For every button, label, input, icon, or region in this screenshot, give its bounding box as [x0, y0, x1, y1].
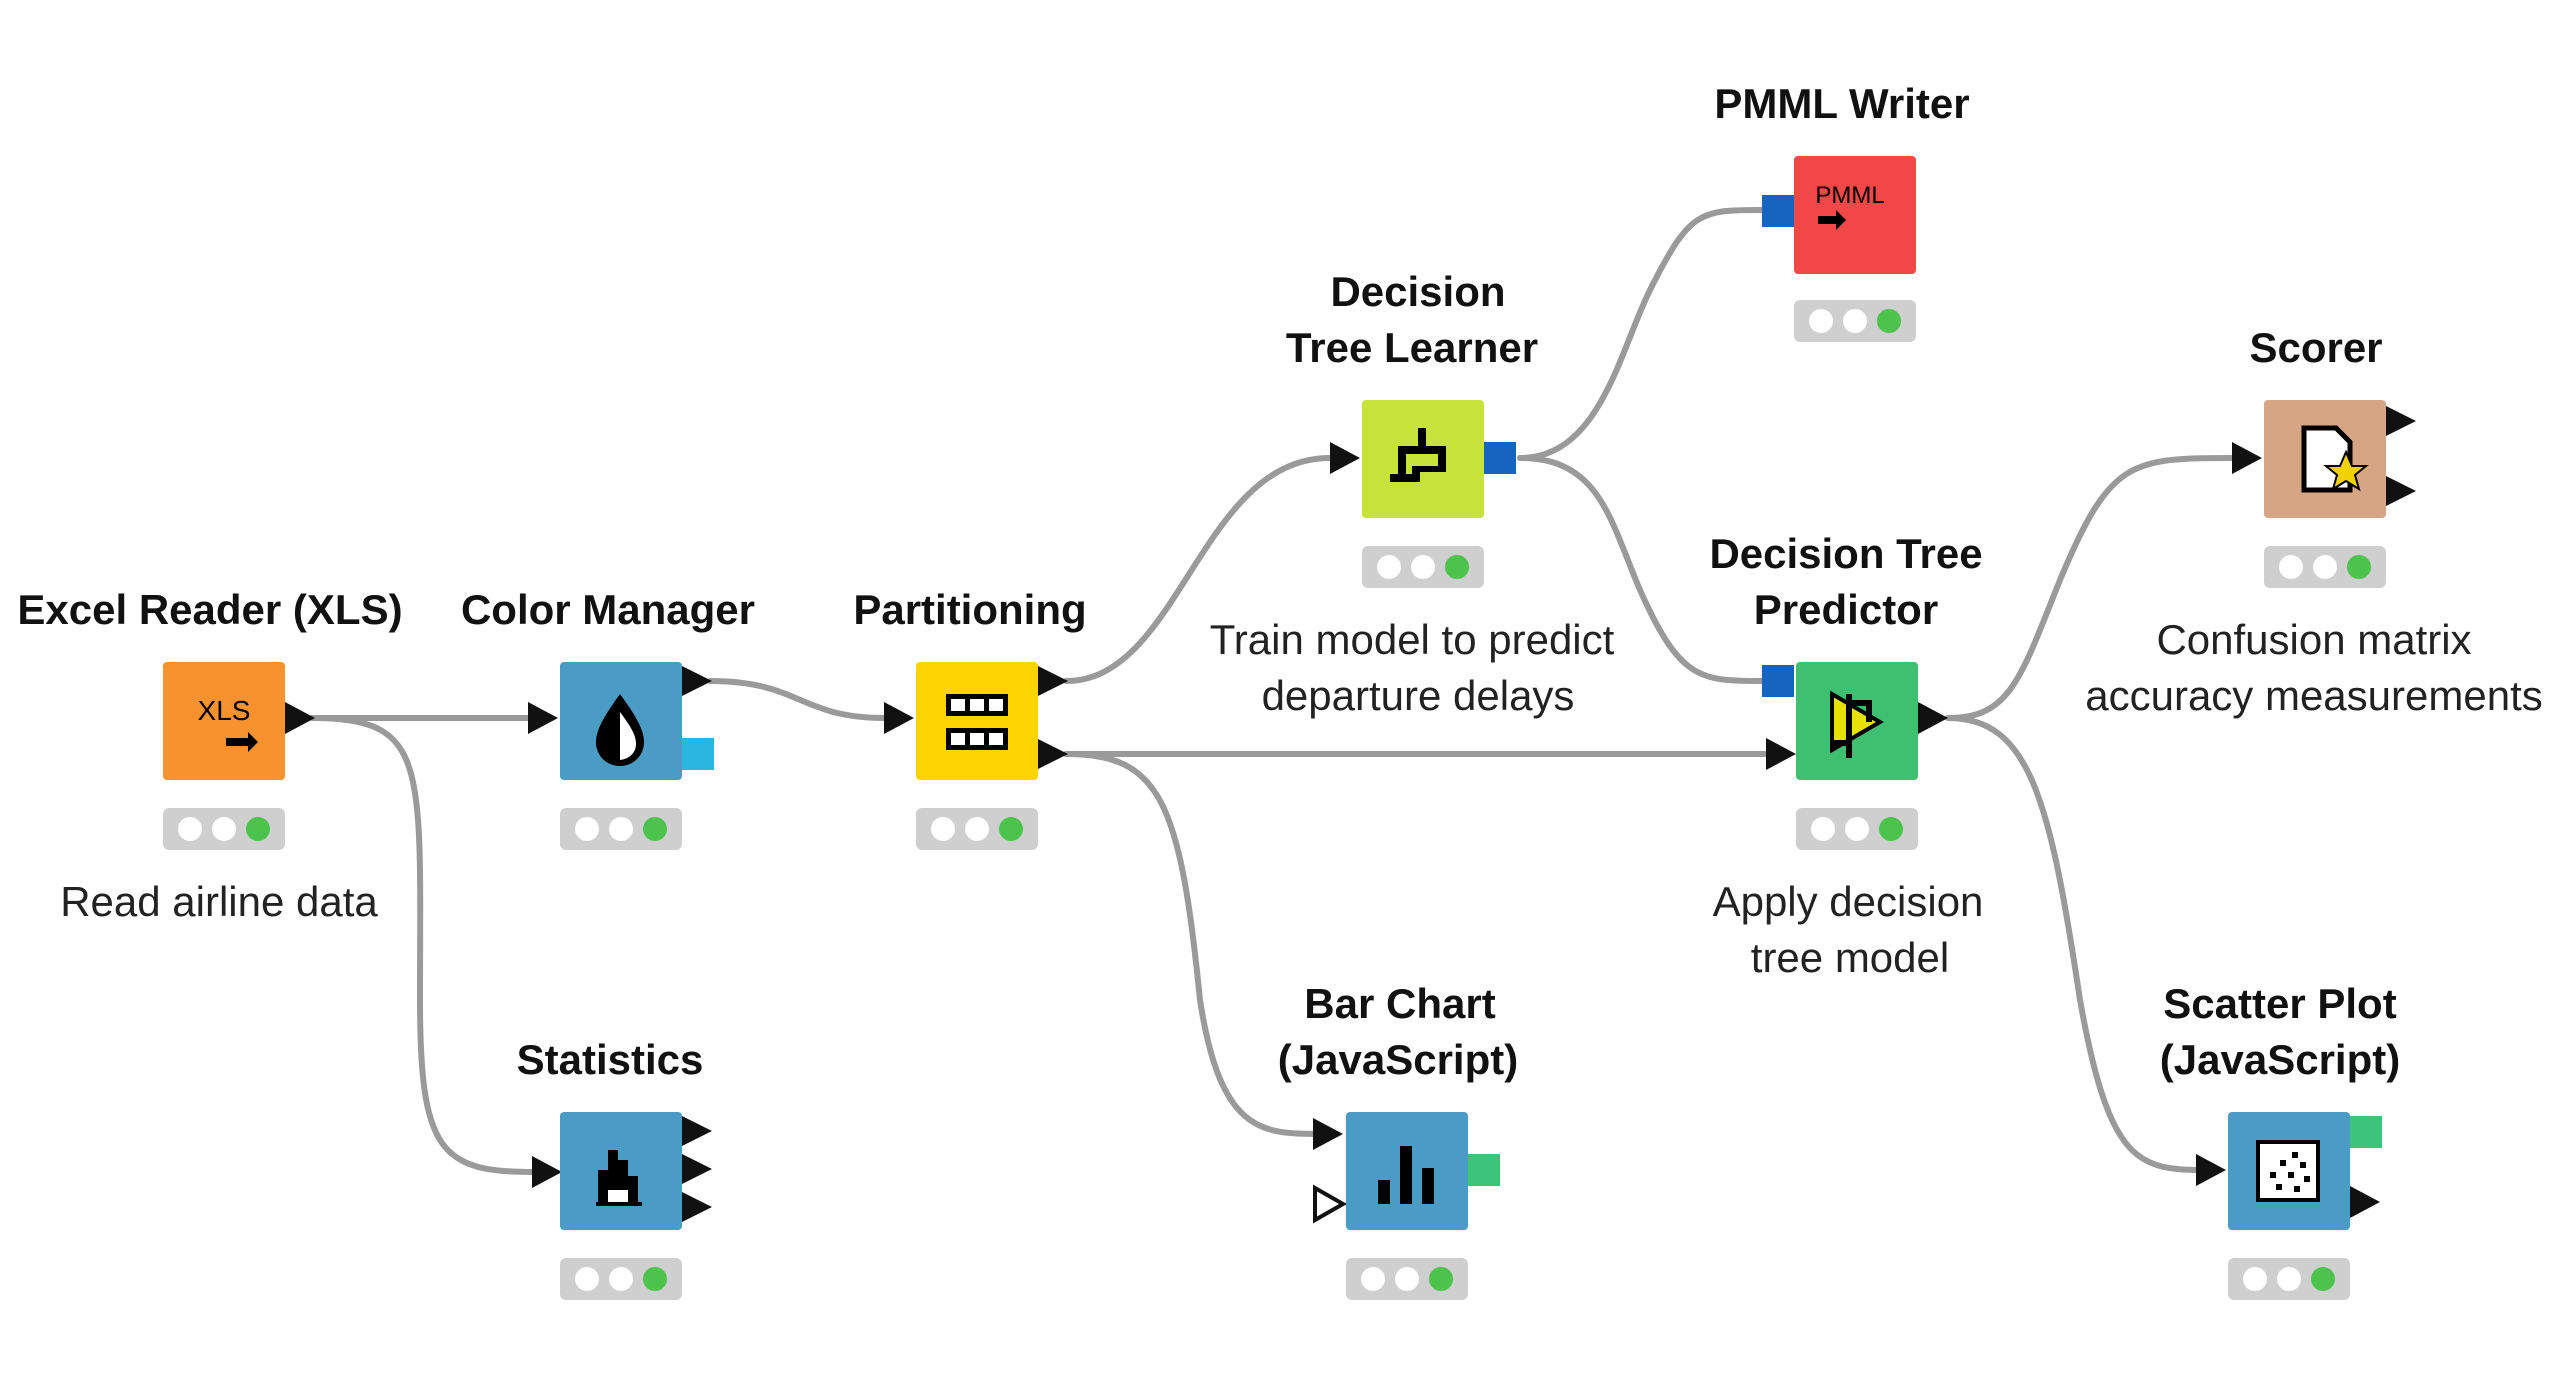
- node-title-line1: Bar Chart: [1304, 980, 1495, 1027]
- node-title-line2: (JavaScript): [1278, 1036, 1518, 1083]
- output-port-1[interactable]: [2386, 406, 2416, 436]
- node-pmml-writer[interactable]: PMML Writer PMML: [1714, 80, 1970, 342]
- node-body-pmml-writer[interactable]: [1794, 156, 1916, 274]
- connection-learner-to-pmml[interactable]: [1517, 207, 1765, 461]
- connection-partitioning-to-learner[interactable]: [1063, 455, 1333, 684]
- connection-partitioning-to-barchart[interactable]: [1063, 751, 1320, 1137]
- input-port[interactable]: [528, 702, 558, 734]
- node-annotation: Read airline data: [60, 878, 378, 925]
- node-excel-reader[interactable]: Excel Reader (XLS) XLS Read airline data: [17, 586, 402, 925]
- node-annotation-line2: accuracy measurements: [2085, 672, 2543, 719]
- status-traffic-light: [2264, 546, 2386, 588]
- input-port[interactable]: [1330, 442, 1360, 474]
- node-annotation-line2: departure delays: [1262, 672, 1575, 719]
- node-decision-tree-learner[interactable]: Decision Tree Learner Train model to pre…: [1210, 268, 1615, 719]
- input-port[interactable]: [884, 702, 914, 734]
- bar-chart-icon: [1378, 1146, 1434, 1204]
- node-title: Color Manager: [461, 586, 755, 633]
- status-traffic-light: [1362, 546, 1484, 588]
- scatter-plot-icon: [2256, 1140, 2320, 1202]
- node-title: Excel Reader (XLS): [17, 586, 402, 633]
- output-port[interactable]: [682, 666, 712, 696]
- node-title-line2: (JavaScript): [2160, 1036, 2400, 1083]
- output-port[interactable]: [1918, 702, 1948, 734]
- node-title: Partitioning: [853, 586, 1086, 633]
- status-traffic-light: [163, 808, 285, 850]
- node-scorer[interactable]: Scorer Confusion matrix accuracy measure…: [2085, 324, 2543, 719]
- connection-predictor-to-scatter[interactable]: [1945, 715, 2213, 1173]
- droplet-icon: [596, 694, 644, 766]
- output-port-2[interactable]: [682, 1154, 712, 1184]
- node-decision-tree-predictor[interactable]: Decision Tree Predictor Apply decision t…: [1709, 530, 1983, 981]
- node-annotation-line1: Train model to predict: [1210, 616, 1615, 663]
- statistics-icon: [596, 1150, 642, 1206]
- input-port[interactable]: [1313, 1118, 1343, 1150]
- xls-arrow-icon: XLS: [198, 695, 258, 752]
- node-title: Statistics: [517, 1036, 704, 1083]
- node-title-line2: Tree Learner: [1286, 324, 1538, 371]
- input-port[interactable]: [1766, 738, 1796, 770]
- node-body-excel-reader[interactable]: [163, 662, 285, 780]
- view-output-port[interactable]: [2350, 1116, 2382, 1148]
- input-port[interactable]: [2232, 442, 2262, 474]
- output-port[interactable]: [2350, 1186, 2380, 1218]
- node-title-line1: Scatter Plot: [2163, 980, 2396, 1027]
- status-traffic-light: [1794, 300, 1916, 342]
- connections: [309, 207, 2235, 1175]
- node-annotation-line1: Apply decision: [1713, 878, 1984, 925]
- pmml-arrow-icon: PMML: [1815, 182, 1885, 230]
- node-bar-chart[interactable]: Bar Chart (JavaScript): [1278, 980, 1518, 1300]
- node-body-decision-tree-learner[interactable]: [1362, 400, 1484, 518]
- status-traffic-light: [1346, 1258, 1468, 1300]
- status-traffic-light: [1796, 808, 1918, 850]
- view-output-port[interactable]: [1468, 1154, 1500, 1186]
- node-scatter-plot[interactable]: Scatter Plot (JavaScript): [2160, 980, 2400, 1300]
- node-body-partitioning[interactable]: [916, 662, 1038, 780]
- node-title-line1: Decision: [1330, 268, 1505, 315]
- status-traffic-light: [2228, 1258, 2350, 1300]
- status-traffic-light: [560, 1258, 682, 1300]
- output-port-1[interactable]: [1038, 666, 1068, 696]
- status-traffic-light: [916, 808, 1038, 850]
- output-port-2[interactable]: [1038, 739, 1068, 769]
- connection-excel-to-statistics[interactable]: [309, 715, 535, 1175]
- output-port-2[interactable]: [2386, 476, 2416, 506]
- model-output-port[interactable]: [1484, 442, 1516, 474]
- model-input-port[interactable]: [1762, 665, 1794, 697]
- node-title: PMML Writer: [1714, 80, 1969, 127]
- connection-predictor-to-scorer[interactable]: [1945, 455, 2235, 721]
- predictor-icon: [1830, 690, 1884, 758]
- node-color-manager[interactable]: Color Manager: [461, 586, 755, 850]
- color-model-output-port[interactable]: [682, 738, 714, 770]
- model-input-port[interactable]: [1762, 195, 1794, 227]
- node-statistics[interactable]: Statistics: [517, 1036, 712, 1300]
- node-annotation-line1: Confusion matrix: [2156, 616, 2471, 663]
- input-port[interactable]: [2196, 1154, 2226, 1186]
- svg-text:XLS: XLS: [198, 695, 251, 726]
- svg-text:PMML: PMML: [1815, 182, 1884, 209]
- status-traffic-light: [560, 808, 682, 850]
- node-title-line2: Predictor: [1754, 586, 1938, 633]
- input-port[interactable]: [532, 1156, 562, 1188]
- partition-table-icon: [946, 694, 1008, 750]
- output-port[interactable]: [285, 702, 315, 734]
- node-annotation-line2: tree model: [1751, 934, 1949, 981]
- output-port-1[interactable]: [682, 1116, 712, 1146]
- node-partitioning[interactable]: Partitioning: [853, 586, 1087, 850]
- node-title-line1: Decision Tree: [1709, 530, 1982, 577]
- optional-input-port[interactable]: [1313, 1184, 1348, 1224]
- tree-icon: [1390, 428, 1446, 482]
- scorer-document-star-icon: [2301, 425, 2369, 493]
- node-title: Scorer: [2249, 324, 2382, 371]
- connection-learner-to-predictor[interactable]: [1517, 455, 1765, 684]
- connection-color-to-partitioning[interactable]: [707, 678, 887, 721]
- output-port-3[interactable]: [682, 1192, 712, 1222]
